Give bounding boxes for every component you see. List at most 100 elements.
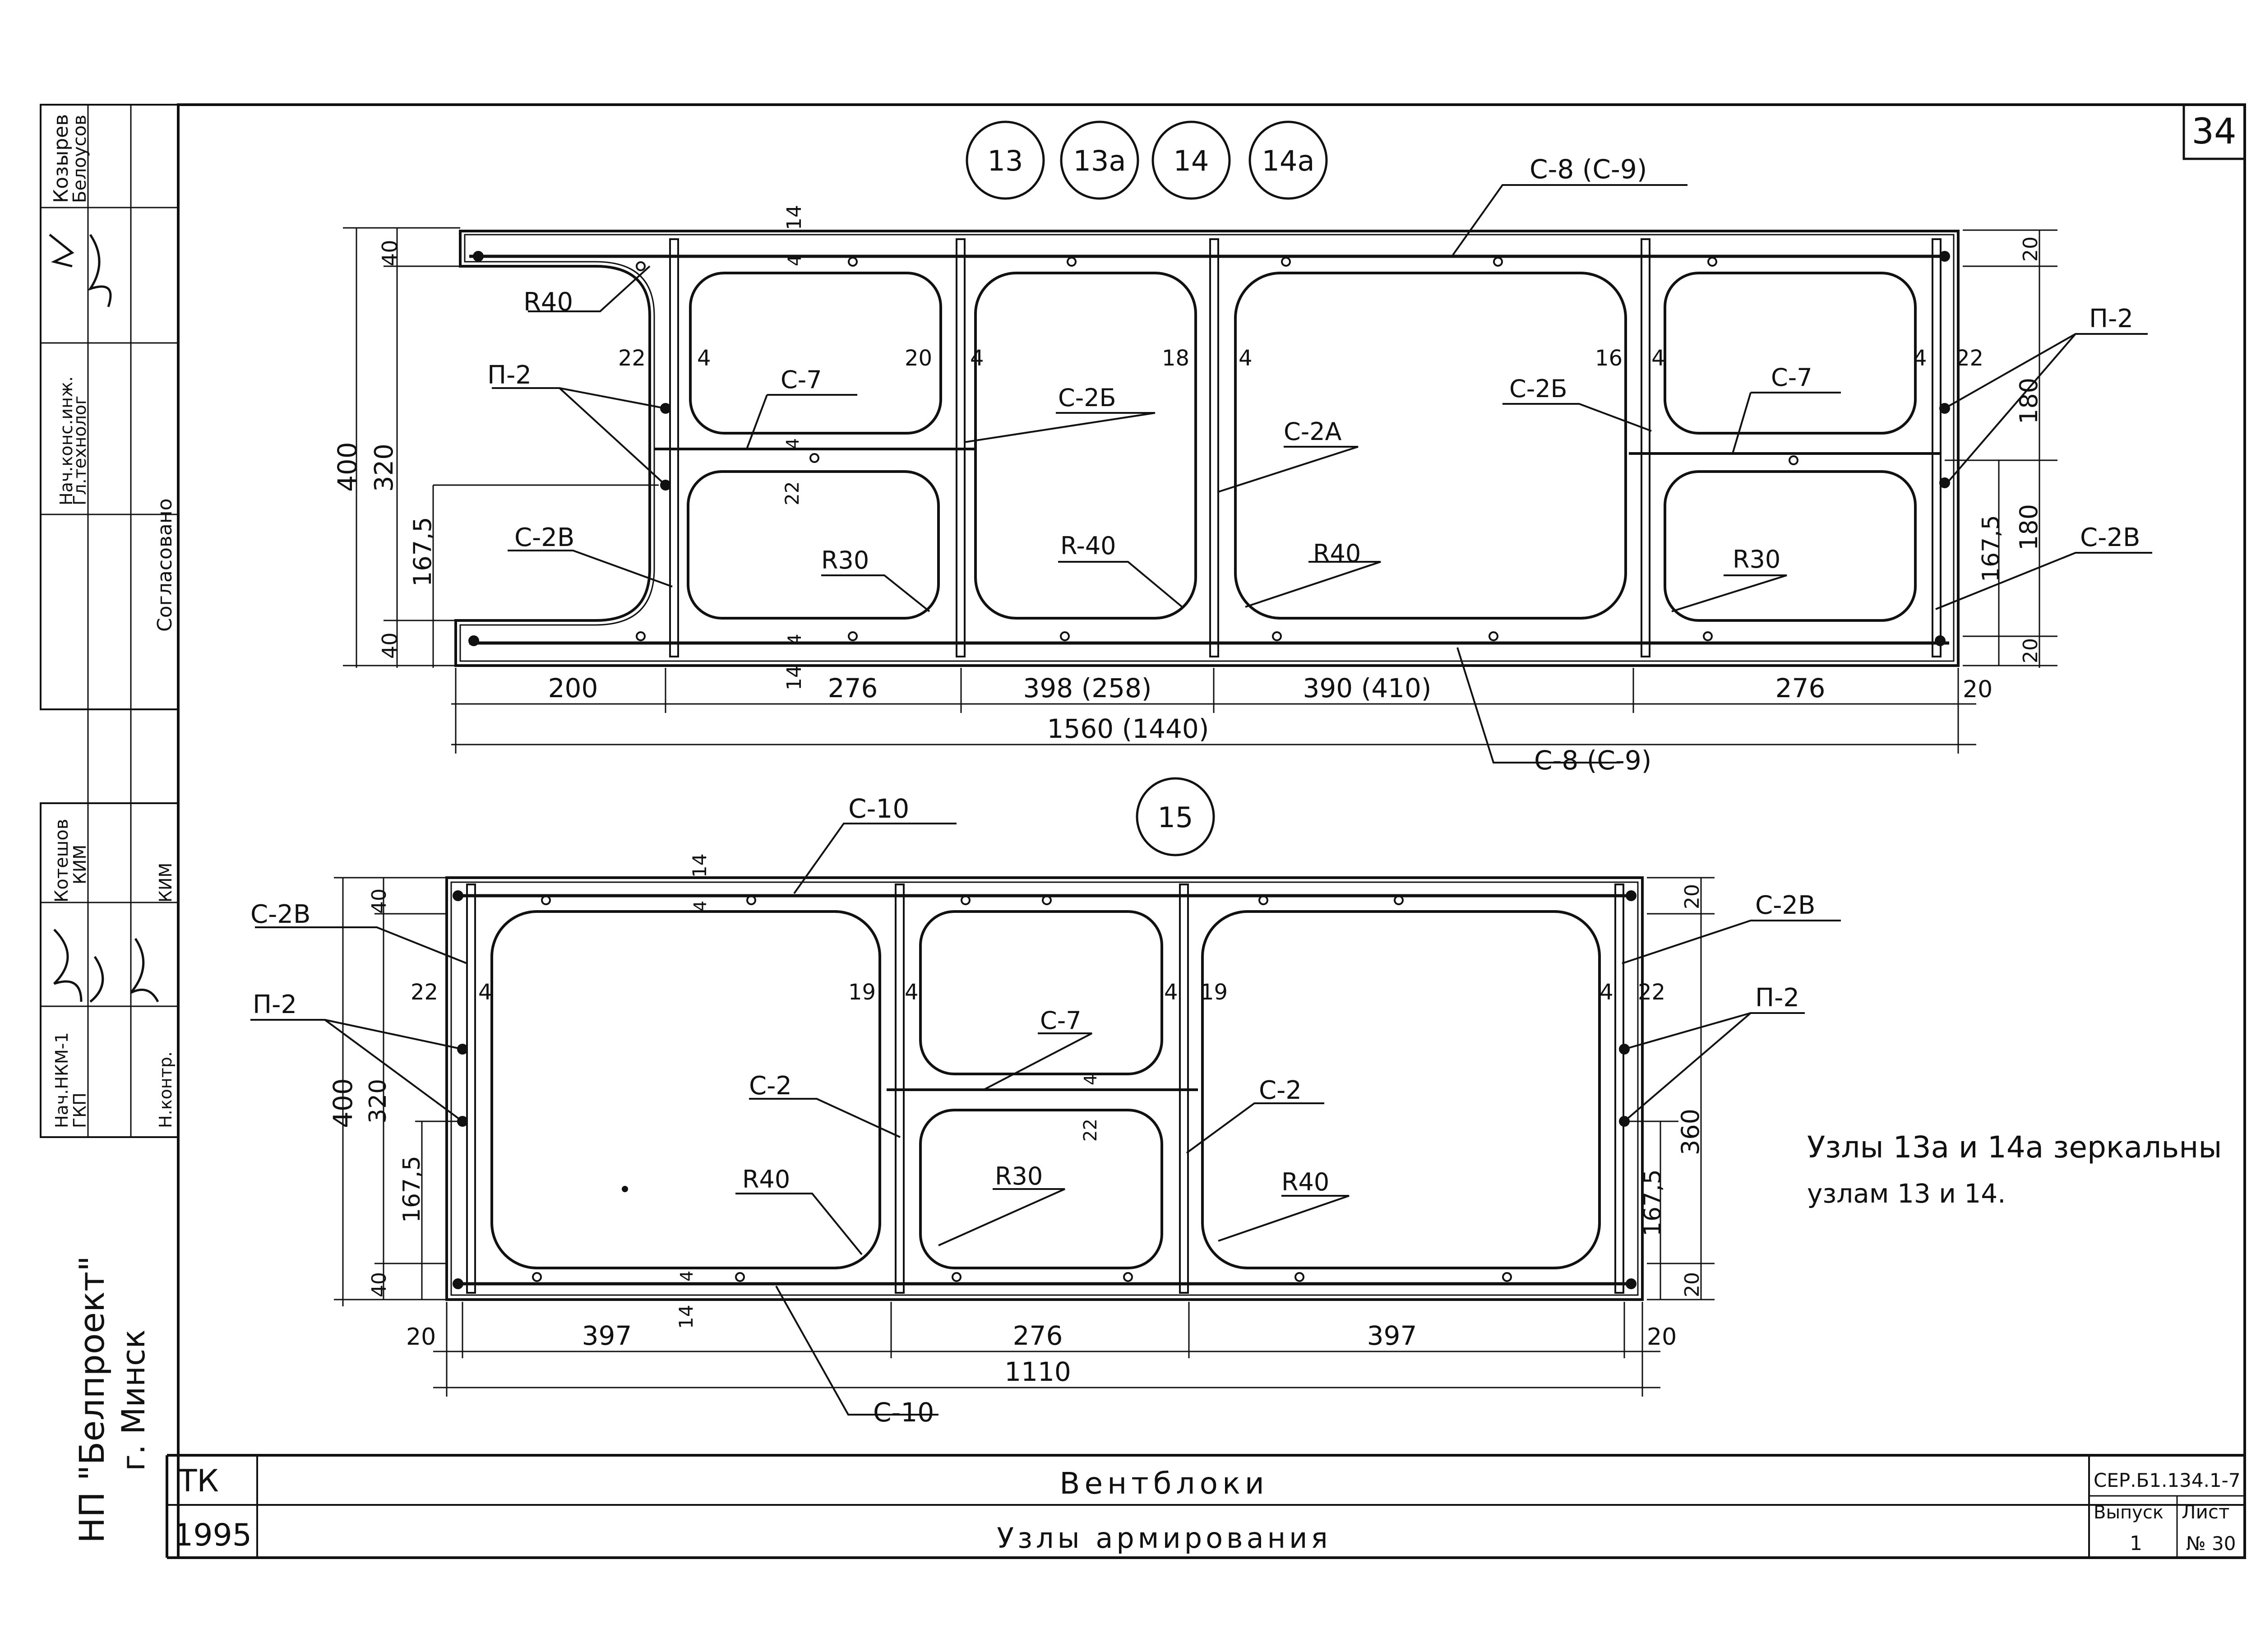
dims-bottom-top — [451, 668, 1976, 754]
dim-bottom-seg-397a: 397 — [582, 1320, 632, 1351]
label-r40-left: R40 — [523, 287, 573, 317]
label-c7-bottom: С-7 — [1040, 1006, 1082, 1035]
label-p2-left-bottom: П-2 — [253, 990, 297, 1019]
dim-top-20-top-right: 20 — [2019, 236, 2042, 262]
bar-dots-top — [468, 251, 1950, 646]
margin-role-4: ГКП — [70, 1092, 90, 1128]
node-label-13: 13 — [988, 144, 1023, 177]
label-c2a: С-2А — [1284, 417, 1342, 446]
sheet-number: 34 — [2191, 111, 2236, 152]
openings-bottom — [490, 910, 1601, 1269]
label-c2b-right: С-2Б — [1509, 375, 1567, 403]
dim-bottom-22-mid: 22 — [1080, 1119, 1101, 1142]
dim-bottom-4-b: 4 — [1164, 980, 1178, 1005]
dim-bottom-4-mid: 4 — [1081, 1074, 1100, 1085]
margin-org-1: НП "Белпроект" — [72, 1256, 112, 1543]
dims-left-bottom — [334, 877, 462, 1306]
node-circle-15 — [1136, 777, 1215, 856]
dim-bottom-seg-20-right: 20 — [1647, 1323, 1677, 1351]
dim-top-14-bottom: 14 — [783, 665, 806, 690]
leaders-top — [492, 184, 2152, 764]
dim-top-4-b: 4 — [970, 346, 984, 371]
dim-bottom-19-b: 19 — [1200, 980, 1228, 1005]
dim-top-180-bottom: 180 — [2015, 504, 2043, 551]
dim-bottom-400: 400 — [328, 1078, 358, 1128]
label-c7-right: С-7 — [1771, 363, 1812, 392]
label-r40-left-bottom: R40 — [742, 1165, 790, 1194]
label-c2v-left-bottom: С-2В — [250, 900, 310, 929]
note-line-1: Узлы 13а и 14а зеркальны — [1807, 1130, 2222, 1165]
dims-horizontal-bottom — [433, 1302, 1660, 1397]
dim-top-400: 400 — [332, 442, 363, 492]
dim-top-18-c: 18 — [1162, 346, 1189, 371]
dim-top-total: 1560 (1440) — [1047, 713, 1209, 744]
title-org-code: ТК — [178, 1463, 219, 1499]
label-c2v-right: С-2В — [2080, 523, 2140, 552]
title-subtitle: Узлы армирования — [997, 1522, 1331, 1555]
title-year: 1995 — [174, 1518, 252, 1553]
title-block — [166, 1454, 2245, 1559]
dim-bottom-22-right: 22 — [1638, 980, 1665, 1005]
margin-org-2: г. Минск — [115, 1329, 152, 1471]
dim-bottom-seg-397b: 397 — [1367, 1320, 1417, 1351]
dim-top-seg-398: 398 (258) — [1023, 673, 1151, 703]
margin-role-5: Н.контр. — [156, 1051, 176, 1128]
dim-bottom-320: 320 — [365, 1079, 392, 1124]
dim-top-seg-20: 20 — [1963, 676, 1992, 703]
title-main: Вентблоки — [1059, 1466, 1269, 1501]
note-line-2: узлам 13 и 14. — [1807, 1178, 2006, 1209]
dim-top-4-e: 4 — [1913, 346, 1927, 371]
dim-bottom-22-left: 22 — [411, 980, 438, 1005]
label-r30-bottom: R30 — [995, 1162, 1043, 1190]
dim-top-20-bottom-right: 20 — [2019, 638, 2042, 663]
dim-bottom-seg-276: 276 — [1013, 1320, 1063, 1351]
label-c8-bottom: С-8 (С-9) — [1534, 745, 1651, 776]
node-label-15: 15 — [1158, 801, 1193, 834]
dim-bottom-360: 360 — [1676, 1109, 1705, 1155]
dim-bottom-14-bottom: 14 — [675, 1305, 697, 1329]
node-label-13a: 13а — [1073, 144, 1126, 177]
node-circles-top: 13 13а 14 14а — [966, 120, 1328, 200]
dim-top-22-mid: 22 — [781, 481, 803, 505]
top-drawing: 13 13а 14 14а — [332, 120, 2152, 776]
margin-kim-2: КИМ — [156, 863, 176, 902]
dim-top-14-top: 14 — [783, 205, 806, 230]
dim-top-1675-left: 167,5 — [408, 517, 437, 587]
label-r40-right-bottom: R40 — [1281, 1168, 1329, 1196]
dim-bottom-4-bottom: 4 — [677, 1271, 697, 1282]
label-r40-mid1: R-40 — [1060, 532, 1116, 560]
block-outline-top — [454, 230, 1960, 667]
label-c10-bottom: С-10 — [873, 1397, 934, 1428]
dim-top-4-c: 4 — [1239, 346, 1253, 371]
signature-mark — [49, 234, 159, 1003]
label-c10-top: С-10 — [848, 793, 909, 824]
dim-bottom-1675-left: 167,5 — [398, 1156, 425, 1223]
dim-top-4-a: 4 — [697, 346, 711, 371]
dim-top-40-bottom: 40 — [378, 632, 402, 659]
dim-top-20-b: 20 — [905, 346, 932, 371]
dim-top-4-mid: 4 — [783, 438, 803, 449]
label-p2-left: П-2 — [487, 361, 532, 390]
dim-top-4-bottom: 4 — [785, 634, 805, 645]
vertical-bars-bottom — [466, 884, 1624, 1294]
dim-top-180-top: 180 — [2015, 378, 2043, 424]
title-issue-label: Выпуск — [2094, 1502, 2164, 1523]
margin-kim-1: КИМ — [70, 845, 90, 884]
label-c2v-left: С-2В — [514, 523, 574, 552]
title-issue-value: 1 — [2130, 1532, 2142, 1555]
dim-bottom-1675-right: 167,5 — [1639, 1169, 1666, 1236]
bottom-drawing: 15 — [250, 777, 1841, 1428]
label-p2-right: П-2 — [2089, 304, 2133, 333]
label-c2b-left: С-2Б — [1058, 384, 1116, 412]
label-c2-right-bottom: С-2 — [1259, 1076, 1302, 1105]
dim-top-16-d: 16 — [1595, 346, 1623, 371]
label-c8-top: С-8 (С-9) — [1530, 154, 1647, 185]
label-c2-left-bottom: С-2 — [749, 1071, 792, 1101]
block-inner-bottom — [450, 881, 1639, 1296]
label-r40-mid2: R40 — [1313, 539, 1361, 568]
dim-bottom-19-a: 19 — [848, 980, 876, 1005]
label-c2v-right-bottom: С-2В — [1755, 891, 1815, 920]
dims-right-top — [1945, 229, 2057, 668]
dim-bottom-4-a: 4 — [905, 980, 919, 1005]
margin-name-1: Козырев — [50, 114, 73, 203]
